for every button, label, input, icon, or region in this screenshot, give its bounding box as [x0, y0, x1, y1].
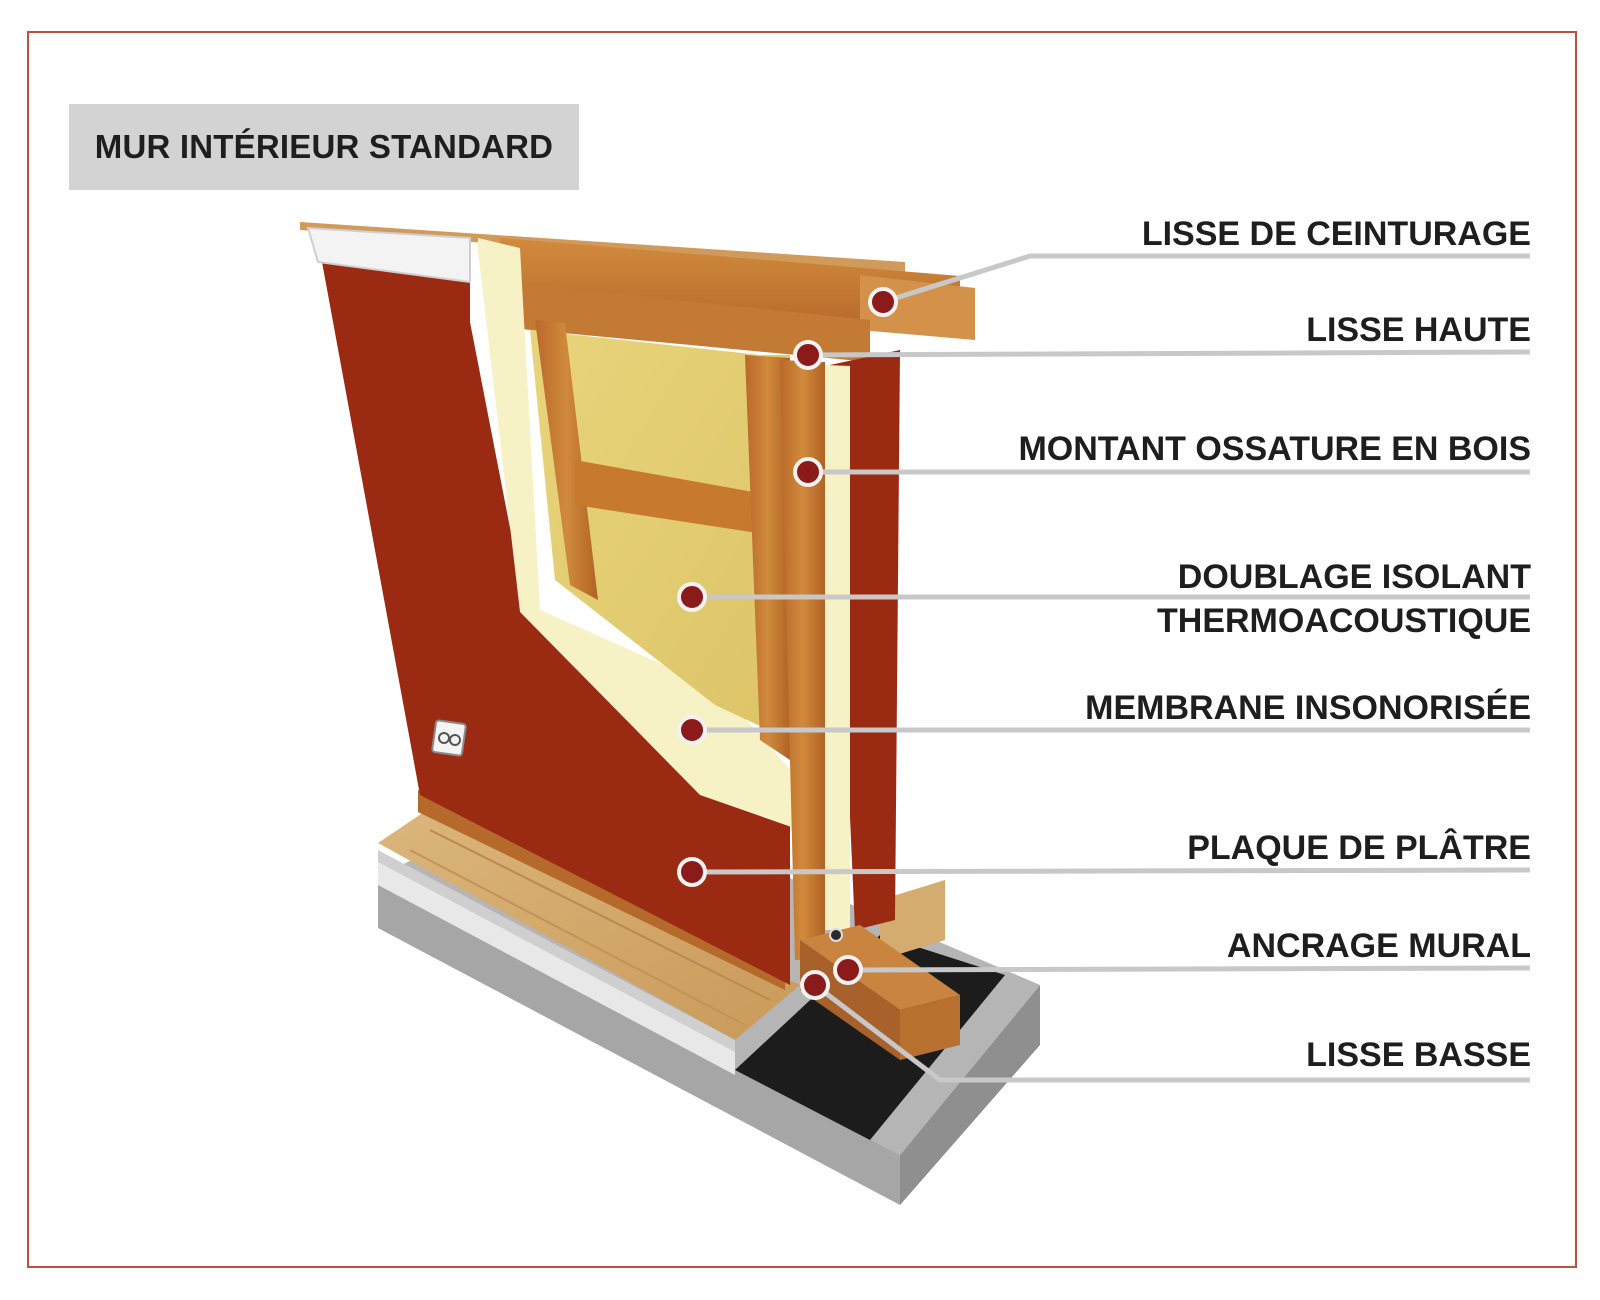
label-montant-ossature-en-bois: MONTANT OSSATURE EN BOIS	[1018, 427, 1531, 471]
label-doublage-isolant: DOUBLAGE ISOLANT THERMOACOUSTIQUE	[1157, 555, 1531, 643]
outer-frame	[27, 31, 1577, 1268]
leader-line-lisse-haute	[807, 349, 1531, 358]
label-line: LISSE BASSE	[1306, 1036, 1531, 1074]
marker-lisse-de-ceinturage	[868, 287, 898, 317]
title-box: MUR INTÉRIEUR STANDARD	[69, 104, 579, 190]
leader-line-lisse-basse	[813, 983, 1530, 1083]
plaster-panel-front	[322, 235, 790, 985]
label-line: MONTANT OSSATURE EN BOIS	[1018, 430, 1531, 468]
marker-plaque-de-platre	[677, 857, 707, 887]
floor-layers	[378, 808, 945, 1075]
label-lisse-basse: LISSE BASSE	[1306, 1033, 1531, 1077]
label-line: THERMOACOUSTIQUE	[1157, 602, 1531, 640]
label-plaque-de-platre: PLAQUE DE PLÂTRE	[1187, 826, 1531, 870]
label-line: DOUBLAGE ISOLANT	[1177, 558, 1531, 596]
label-line: MEMBRANE INSONORISÉE	[1085, 689, 1531, 727]
label-line: PLAQUE DE PLÂTRE	[1187, 829, 1531, 867]
marker-lisse-haute	[793, 340, 823, 370]
ceiling-trim	[306, 226, 471, 284]
anchor-bolt-icon	[829, 928, 843, 942]
label-lisse-haute: LISSE HAUTE	[1306, 308, 1531, 352]
diagram-title: MUR INTÉRIEUR STANDARD	[94, 128, 554, 165]
label-line: LISSE DE CEINTURAGE	[1141, 215, 1531, 253]
marker-doublage-isolant	[677, 582, 707, 612]
top-rail-beam	[300, 222, 975, 362]
label-membrane-insonorisee: MEMBRANE INSONORISÉE	[1085, 686, 1531, 730]
leader-line-plaque-de-platre	[691, 867, 1531, 875]
leader-line-ancrage-mural	[847, 965, 1531, 973]
outlet-icon	[431, 719, 467, 757]
membrane-layer	[478, 238, 800, 830]
stud-framing	[535, 320, 825, 960]
marker-montant-ossature-en-bois	[793, 457, 823, 487]
marker-lisse-basse	[800, 970, 830, 1000]
insulation-layer	[530, 330, 790, 740]
label-line: ANCRAGE MURAL	[1226, 927, 1531, 965]
label-ancrage-mural: ANCRAGE MURAL	[1227, 924, 1531, 968]
membrane-strip	[825, 365, 850, 930]
label-line: LISSE HAUTE	[1306, 311, 1531, 349]
marker-ancrage-mural	[833, 955, 863, 985]
leader-line-lisse-de-ceinturage	[882, 253, 1530, 305]
label-lisse-de-ceinturage: LISSE DE CEINTURAGE	[1142, 212, 1531, 256]
marker-membrane-insonorisee	[677, 715, 707, 745]
